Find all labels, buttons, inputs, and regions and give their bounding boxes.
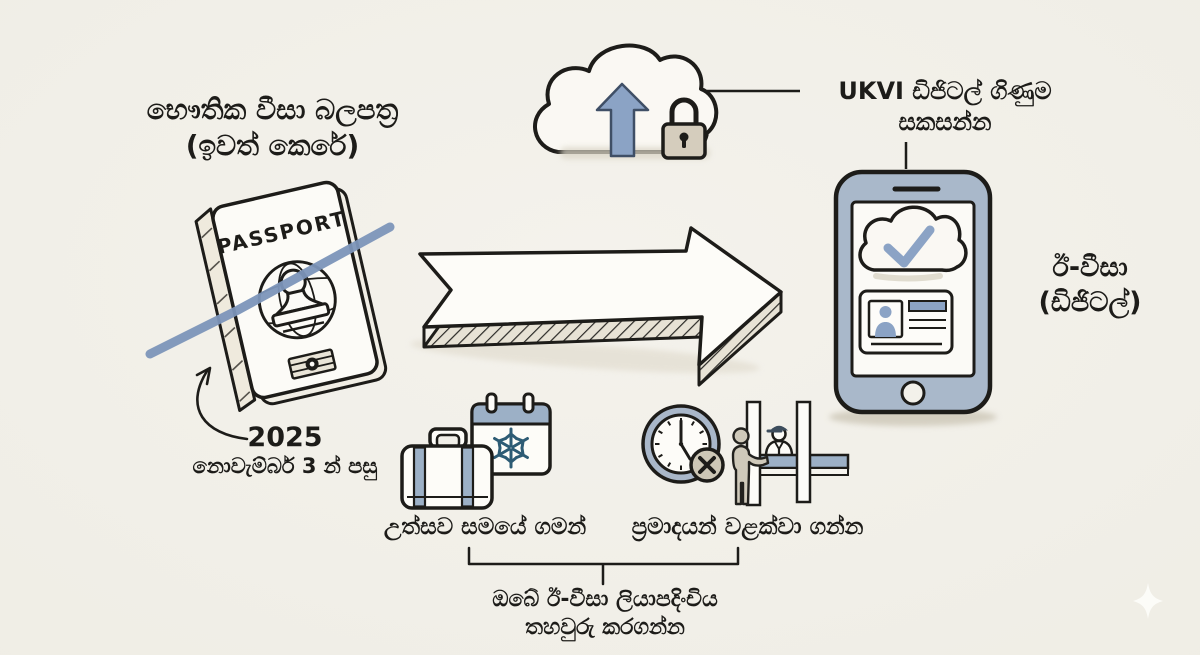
suitcase-icon [400, 427, 494, 510]
evisa-label: ඊ-වීසා (ඩිජිටල්) [995, 251, 1185, 320]
cloud-check-icon [858, 205, 968, 282]
footer-note: ඔබේ ඊ-වීසා ලියාපදිංචිය තහවුරු කරගන්න [455, 586, 755, 642]
big-arrow-icon [418, 226, 783, 387]
effective-year: 2025 [247, 422, 323, 453]
arrow-shadow [410, 338, 760, 374]
physical-visa-title-line1: භෞතික වීසා බලපත්‍ර [146, 93, 399, 126]
effective-date-label: 2025 නොවැම්බර් 3 න් පසු [160, 423, 410, 480]
ukvi-account-line2: සකසන්න [898, 107, 992, 136]
passport-illustration: PASSPORT [194, 180, 388, 413]
delays-reason-label: ප්‍රමාදයන් වළක්වා ගන්න [631, 514, 864, 540]
border-officer-icon [764, 425, 794, 458]
lock-icon [661, 97, 707, 160]
border-control-icon [731, 400, 850, 507]
effective-date-text: නොවැම්බර් 3 න් පසු [192, 453, 378, 478]
id-card-icon [858, 289, 954, 355]
physical-visa-title-line2: (ඉවත් කෙරේ) [185, 128, 360, 162]
bracket [467, 546, 740, 586]
phone-illustration [833, 169, 993, 415]
travel-reason-label: උත්සව සමයේ ගමන් [383, 514, 587, 540]
upload-arrow-icon [595, 82, 650, 158]
gate-post-right [795, 400, 812, 504]
footer-line2: තහවුරු කරගන්න [525, 615, 685, 641]
traveler-icon [731, 427, 770, 506]
footer-line1: ඔබේ ඊ-වීසා ලියාපදිංචිය [492, 587, 718, 612]
curved-arrow-icon [195, 366, 249, 441]
physical-visa-title: භෞතික වීසා බලපත්‍ර (ඉවත් කෙරේ) [110, 92, 435, 164]
ukvi-account-label: UKVI ඩිජිටල් ගිණුම සකසන්න [795, 76, 1095, 137]
ukvi-account-line1: UKVI ඩිජිටල් ගිණුම [838, 77, 1052, 105]
strikethrough-line [145, 222, 395, 359]
sparkle-watermark [1133, 583, 1163, 619]
phone-home-button [900, 380, 926, 406]
evisa-line1: ඊ-වීසා [1052, 252, 1128, 283]
passport-chip-icon [287, 348, 337, 380]
evisa-line2: (ඩිජිටල්) [1038, 286, 1142, 318]
x-circle-icon [689, 447, 725, 483]
